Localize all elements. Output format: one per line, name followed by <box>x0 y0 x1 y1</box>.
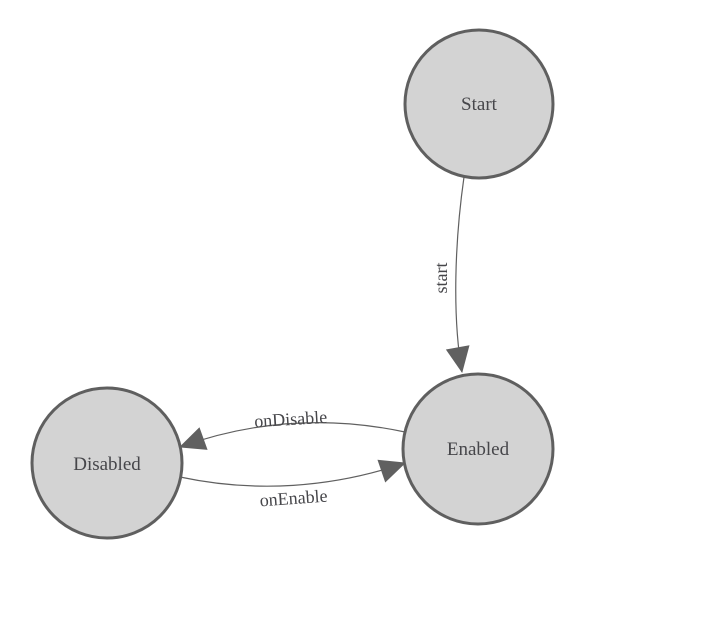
edge-disabled-to-enabled: onEnable <box>179 459 406 511</box>
node-disabled-circle <box>30 386 184 540</box>
edge-enabled-to-disabled: onDisable <box>179 407 406 450</box>
node-disabled-label: Disabled <box>73 454 141 475</box>
node-disabled: Disabled <box>30 386 184 540</box>
edge-label-onenable: onEnable <box>259 486 328 511</box>
edge-label-start: start <box>431 263 451 294</box>
node-start-label: Start <box>461 94 498 115</box>
edge-line-onenable <box>179 459 406 487</box>
node-enabled-circle <box>401 372 555 526</box>
edge-line-start <box>445 176 470 373</box>
edge-line-ondisable <box>179 421 406 450</box>
node-start: Start <box>403 28 555 180</box>
edge-start-to-enabled: start <box>431 176 470 373</box>
node-start-circle <box>403 28 555 180</box>
edge-label-ondisable: onDisable <box>254 407 328 431</box>
node-enabled-label: Enabled <box>447 439 510 460</box>
node-enabled: Enabled <box>401 372 555 526</box>
